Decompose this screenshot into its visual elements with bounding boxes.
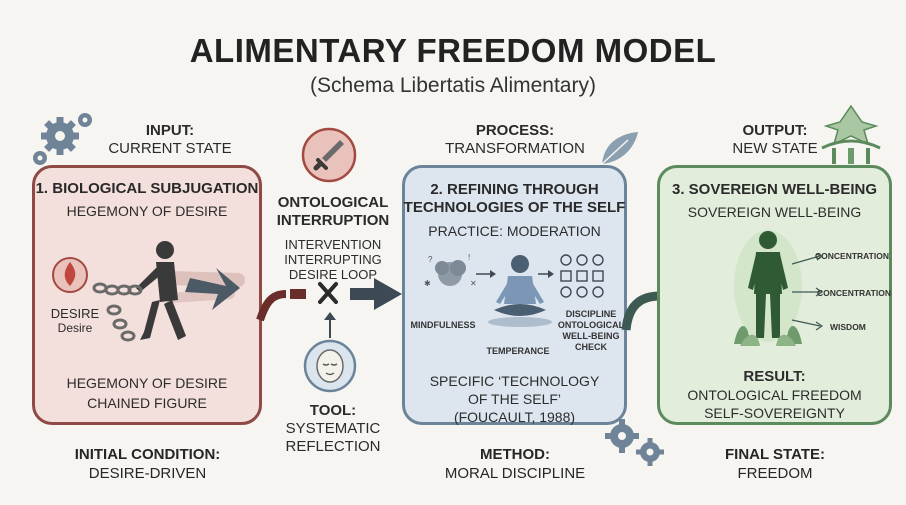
interruption-title-1: ONTOLOGICAL — [277, 194, 389, 211]
method-value: MORAL DISCIPLINE — [444, 465, 586, 482]
desire-label: DESIRE Desire — [40, 306, 110, 336]
chained-figure-illustration — [52, 241, 245, 342]
footer-method: METHOD: MORAL DISCIPLINE — [410, 445, 620, 483]
process-label: PROCESS: — [475, 122, 555, 139]
panel2-title-2: TECHNOLOGIES OF THE SELF — [403, 199, 626, 216]
standing-figure-icon — [748, 231, 788, 338]
result-line-1: ONTOLOGICAL FREEDOM — [687, 387, 862, 403]
initial-value: DESIRE-DRIVEN — [88, 465, 207, 482]
panel2-bottom-1: SPECIFIC ‘TECHNOLOGY — [429, 373, 600, 389]
tool-text: TOOL: SYSTEMATIC REFLECTION — [270, 402, 396, 456]
process-header: PROCESS: TRANSFORMATION — [430, 122, 600, 158]
meditation-illustration: ?! ✱ ✕ — [424, 253, 604, 327]
tool-line-2: REFLECTION — [285, 438, 381, 455]
tag-arrows — [791, 253, 824, 331]
panel3-result: RESULT: ONTOLOGICAL FREEDOM SELF-SOVEREI… — [657, 368, 892, 422]
gear-icon — [605, 419, 664, 466]
panel3-subtitle: SOVEREIGN WELL-BEING — [687, 204, 862, 220]
interruption-title: ONTOLOGICAL INTERRUPTION — [270, 194, 396, 230]
input-sub: CURRENT STATE — [108, 140, 232, 157]
output-sub: NEW STATE — [732, 140, 818, 157]
initial-label: INITIAL CONDITION: — [74, 446, 221, 463]
svg-text:?: ? — [428, 255, 433, 264]
svg-text:✱: ✱ — [424, 279, 431, 288]
interruption-desc: INTERVENTION INTERRUPTING DESIRE LOOP — [270, 237, 396, 282]
sword-icon — [301, 127, 357, 183]
panel1-subtitle: HEGEMONY OF DESIRE — [66, 203, 228, 219]
output-label: OUTPUT: — [742, 122, 808, 139]
panel1-bottom-2: CHAINED FIGURE — [87, 395, 207, 411]
check-line-1: DISCIPLINE — [565, 309, 617, 319]
page-title: ALIMENTARY FREEDOM MODEL — [189, 32, 717, 69]
footer-final: FINAL STATE: FREEDOM — [690, 445, 860, 483]
standing-figure-illustration — [734, 230, 802, 346]
process-sub: TRANSFORMATION — [445, 140, 585, 157]
final-label: FINAL STATE: — [725, 446, 825, 463]
input-label: INPUT: — [145, 122, 195, 139]
input-header: INPUT: CURRENT STATE — [100, 122, 240, 158]
final-value: FREEDOM — [737, 465, 813, 482]
calm-face-icon — [303, 339, 357, 393]
temple-icon — [821, 104, 881, 164]
close-icon — [318, 282, 338, 304]
mindfulness-label: MINDFULNESS — [410, 320, 476, 330]
gear-icon — [33, 113, 92, 165]
output-header: OUTPUT: NEW STATE — [715, 122, 835, 158]
desire-label-caps: DESIRE — [50, 306, 100, 321]
panel1-title: 1. BIOLOGICAL SUBJUGATION — [35, 180, 259, 197]
desire-label-lower: Desire — [57, 321, 93, 335]
tag-wisdom: WISDOM — [830, 322, 866, 332]
interruption-arrow — [256, 278, 402, 322]
check-line-4: CHECK — [574, 342, 607, 352]
meditation-figure-icon — [494, 255, 546, 316]
interruption-line-2: INTERRUPTING — [284, 252, 382, 267]
footer-initial: INITIAL CONDITION: DESIRE-DRIVEN — [40, 445, 255, 483]
brain-icon — [435, 260, 466, 286]
interruption-line-1: INTERVENTION — [284, 237, 382, 252]
panel2-title-1: 2. REFINING THROUGH — [430, 181, 599, 198]
panel2-bottom-3: (FOUCAULT, 1988) — [453, 409, 576, 425]
leaf-icon — [601, 132, 638, 165]
check-line-3: WELL-BEING — [562, 331, 620, 341]
check-line-2: ONTOLOGICAL — [557, 320, 625, 330]
panel2-bottom-2: OF THE SELF’ — [467, 391, 562, 407]
svg-text:!: ! — [468, 253, 470, 262]
fire-icon — [64, 262, 76, 286]
discipline-check: DISCIPLINE ONTOLOGICAL WELL-BEING CHECK — [555, 309, 627, 353]
svg-text:✕: ✕ — [470, 279, 477, 288]
panel2-bottom: SPECIFIC ‘TECHNOLOGY OF THE SELF’ (FOUCA… — [402, 372, 627, 426]
interruption-title-2: INTERRUPTION — [276, 212, 390, 229]
tool-label: TOOL: — [309, 402, 357, 419]
panel2-subtitle: PRACTICE: MODERATION — [428, 223, 601, 239]
result-label: RESULT: — [743, 368, 806, 385]
panel1-bottom-1: HEGEMONY OF DESIRE — [66, 375, 228, 391]
tag-concentration-2: CONCENTRATION — [817, 288, 891, 298]
page-subtitle: (Schema Libertatis Alimentary) — [310, 74, 596, 97]
result-line-2: SELF-SOVEREIGNTY — [704, 405, 845, 421]
method-label: METHOD: — [480, 446, 550, 463]
panel2-title: 2. REFINING THROUGH TECHNOLOGIES OF THE … — [402, 181, 627, 217]
temperance-label: TEMPERANCE — [486, 346, 550, 356]
tag-concentration-1: CONCENTRATION — [815, 251, 889, 261]
interruption-line-3: DESIRE LOOP — [288, 267, 378, 282]
panel3-title: 3. SOVEREIGN WELL-BEING — [671, 181, 878, 198]
tool-line-1: SYSTEMATIC — [285, 420, 381, 437]
up-arrow-icon — [324, 312, 336, 338]
